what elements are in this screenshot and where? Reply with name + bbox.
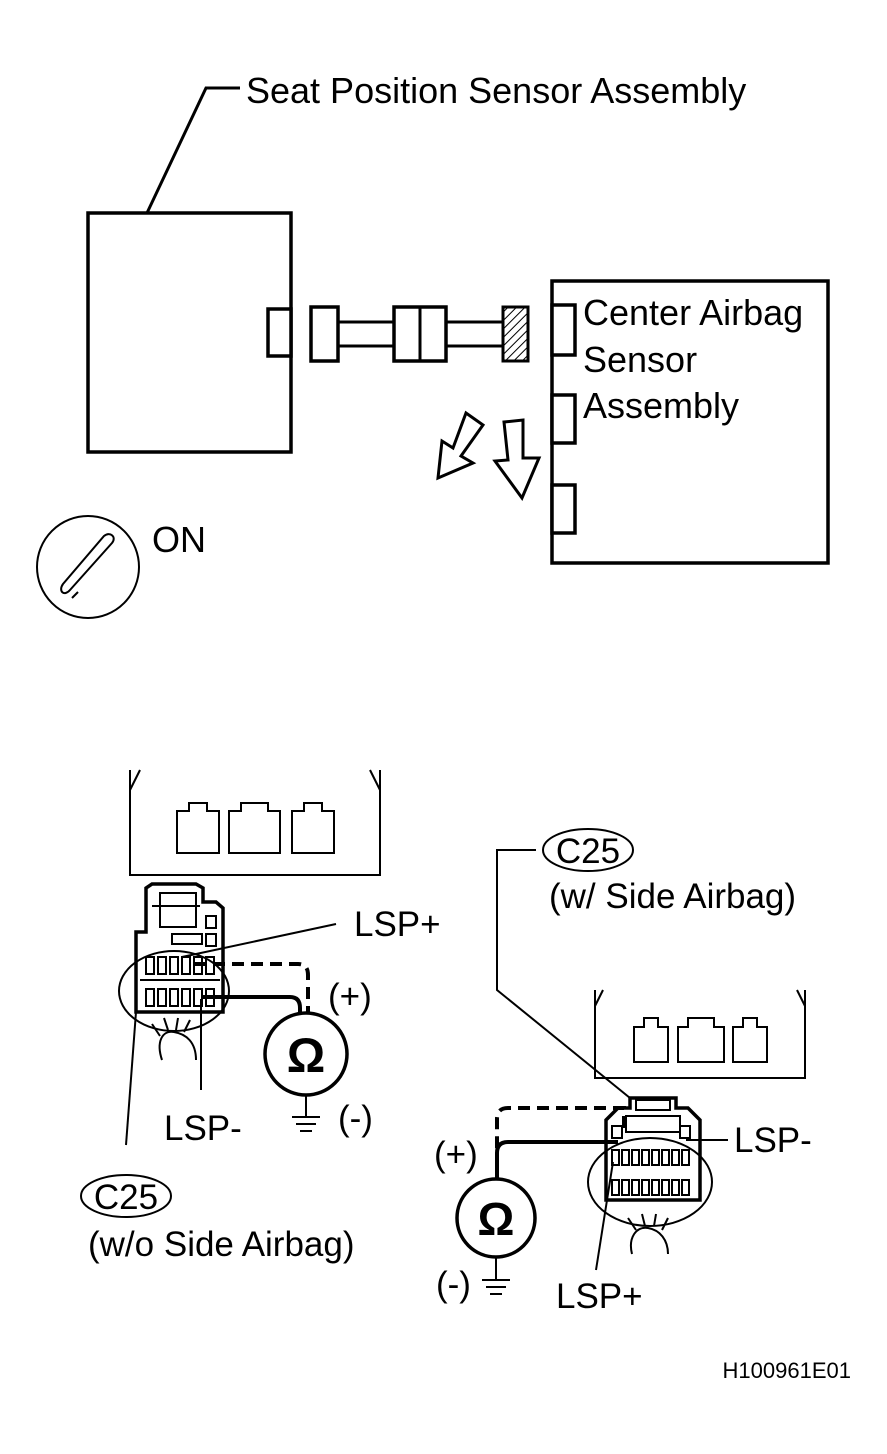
minus-label-left: (-) bbox=[338, 1099, 373, 1138]
disconnect-arrow-icon bbox=[436, 410, 542, 502]
figure-code: H100961E01 bbox=[723, 1358, 851, 1383]
lsp-minus-label-left: LSP- bbox=[164, 1109, 242, 1148]
center-sensor-label-3: Assembly bbox=[583, 385, 739, 426]
seat-connector-left bbox=[129, 769, 381, 876]
center-sensor-label-1: Center Airbag bbox=[583, 292, 803, 333]
center-sensor-label-2: Sensor bbox=[583, 339, 697, 380]
hand-icon bbox=[151, 1017, 197, 1061]
wo-side-airbag-label: (w/o Side Airbag) bbox=[88, 1225, 355, 1264]
ohm-symbol-right: Ω bbox=[478, 1193, 515, 1245]
wire-harness bbox=[309, 305, 530, 363]
lsp-plus-label-left: LSP+ bbox=[354, 905, 441, 944]
seat-sensor-label: Seat Position Sensor Assembly bbox=[246, 70, 746, 111]
connector-label-wo: C25 bbox=[94, 1178, 158, 1217]
c25-connector-wo-side-airbag bbox=[118, 882, 230, 1032]
ground-icon-right bbox=[482, 1257, 510, 1295]
center-airbag-sensor-assembly: Center Airbag Sensor Assembly bbox=[550, 279, 830, 565]
w-side-airbag-label: (w/ Side Airbag) bbox=[549, 877, 796, 916]
minus-label-right: (-) bbox=[436, 1265, 471, 1304]
c25-connector-w-side-airbag bbox=[587, 1096, 713, 1227]
connector-label-w: C25 bbox=[556, 832, 620, 871]
hand-icon-right bbox=[627, 1213, 669, 1255]
ground-icon bbox=[292, 1095, 320, 1132]
plus-label-left: (+) bbox=[328, 977, 372, 1016]
lsp-minus-label-right: LSP- bbox=[734, 1121, 812, 1160]
ignition-on-label: ON bbox=[152, 519, 206, 560]
seat-connector-right bbox=[594, 989, 806, 1079]
ohmmeter-icon-right: Ω bbox=[455, 1177, 537, 1259]
ohmmeter-icon: Ω bbox=[263, 1011, 349, 1097]
ohm-symbol-left: Ω bbox=[287, 1030, 325, 1083]
seat-position-sensor-assembly: Seat Position Sensor Assembly bbox=[86, 70, 746, 454]
ignition-switch-icon bbox=[36, 515, 140, 619]
lsp-plus-label-right: LSP+ bbox=[556, 1277, 643, 1316]
plus-label-right: (+) bbox=[434, 1135, 478, 1174]
